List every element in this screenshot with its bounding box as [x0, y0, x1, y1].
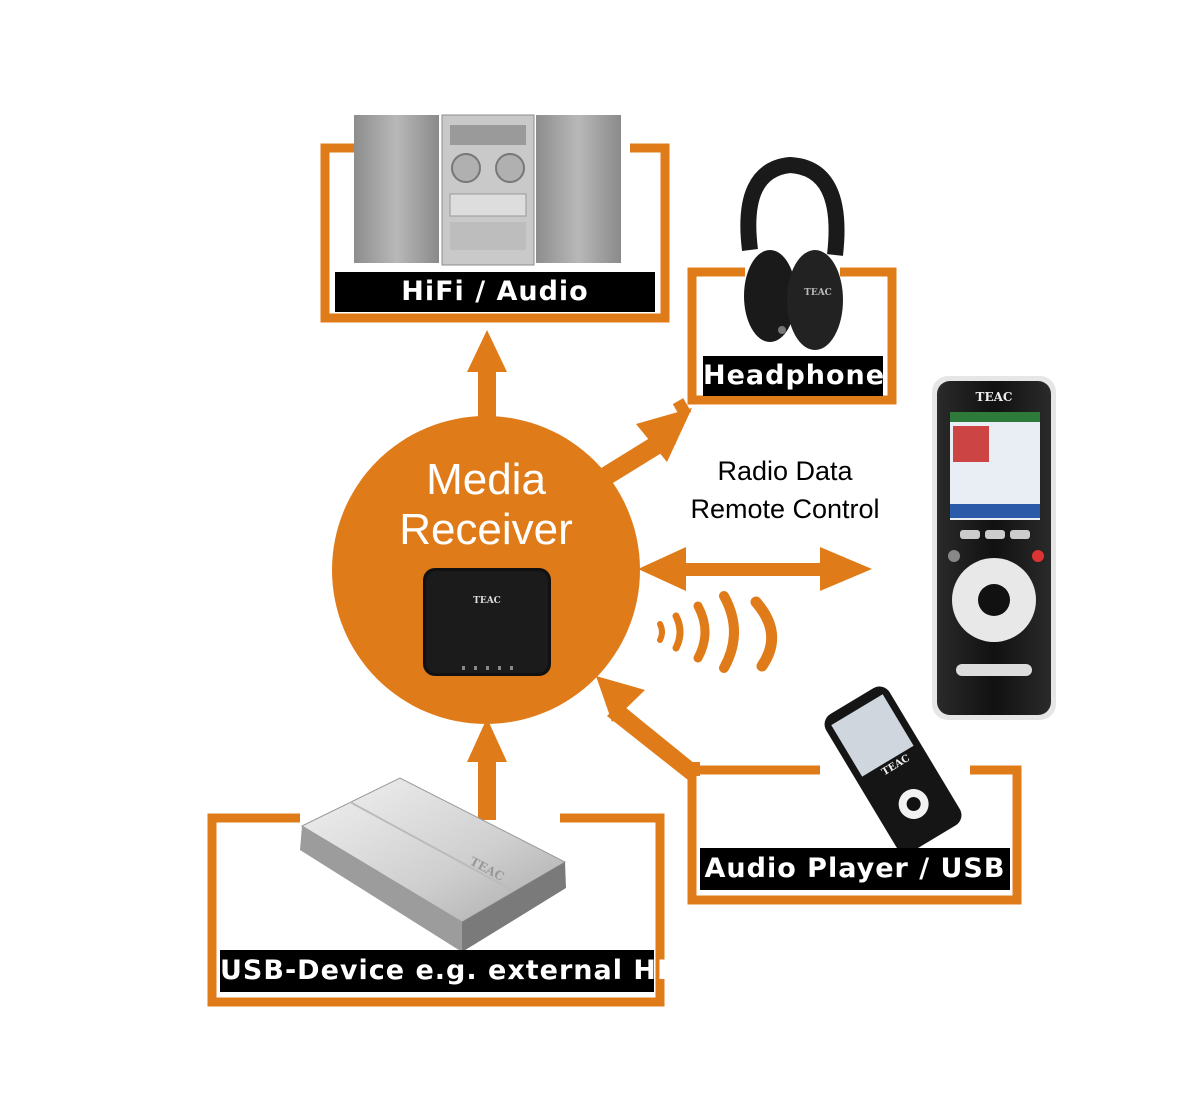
- hifi-system-image: [354, 114, 621, 266]
- headphone-image: [740, 156, 845, 350]
- receiver-brand: TEAC: [473, 596, 501, 606]
- media-receiver-title: Media Receiver: [386, 455, 586, 555]
- headphone-label: Headphone: [703, 356, 884, 396]
- headphone-frame: [687, 267, 897, 405]
- media-receiver-line-2: Receiver: [399, 505, 573, 554]
- remote-caption-line-2: Remote Control: [690, 494, 880, 524]
- arrow-to-headphone: [598, 398, 692, 486]
- headphone-brand: TEAC: [804, 288, 832, 298]
- hifi-label: HiFi / Audio: [335, 272, 655, 312]
- usb-device-label: USB-Device e.g. external HDD: [220, 950, 703, 992]
- remote-caption-line-1: Radio Data: [717, 456, 853, 486]
- external-hdd-image: [300, 777, 567, 952]
- arrow-from-usb: [467, 718, 507, 820]
- arrow-bidirectional-remote: [638, 547, 872, 591]
- audio-player-label: Audio Player / USB: [700, 848, 1010, 890]
- remote-caption: Radio Data Remote Control: [670, 452, 900, 528]
- usb-device-frame: [207, 813, 665, 1007]
- audio-player-frame: [687, 765, 1022, 905]
- media-receiver-line-1: Media: [426, 455, 546, 504]
- remote-brand: TEAC: [975, 390, 1013, 404]
- remote-control-image: [932, 376, 1056, 720]
- arrow-from-audio-player: [596, 676, 700, 780]
- radio-waves-icon: [657, 591, 778, 673]
- hifi-frame: [320, 143, 670, 323]
- media-receiver-device-image: [423, 568, 551, 676]
- audio-player-image: [824, 686, 962, 853]
